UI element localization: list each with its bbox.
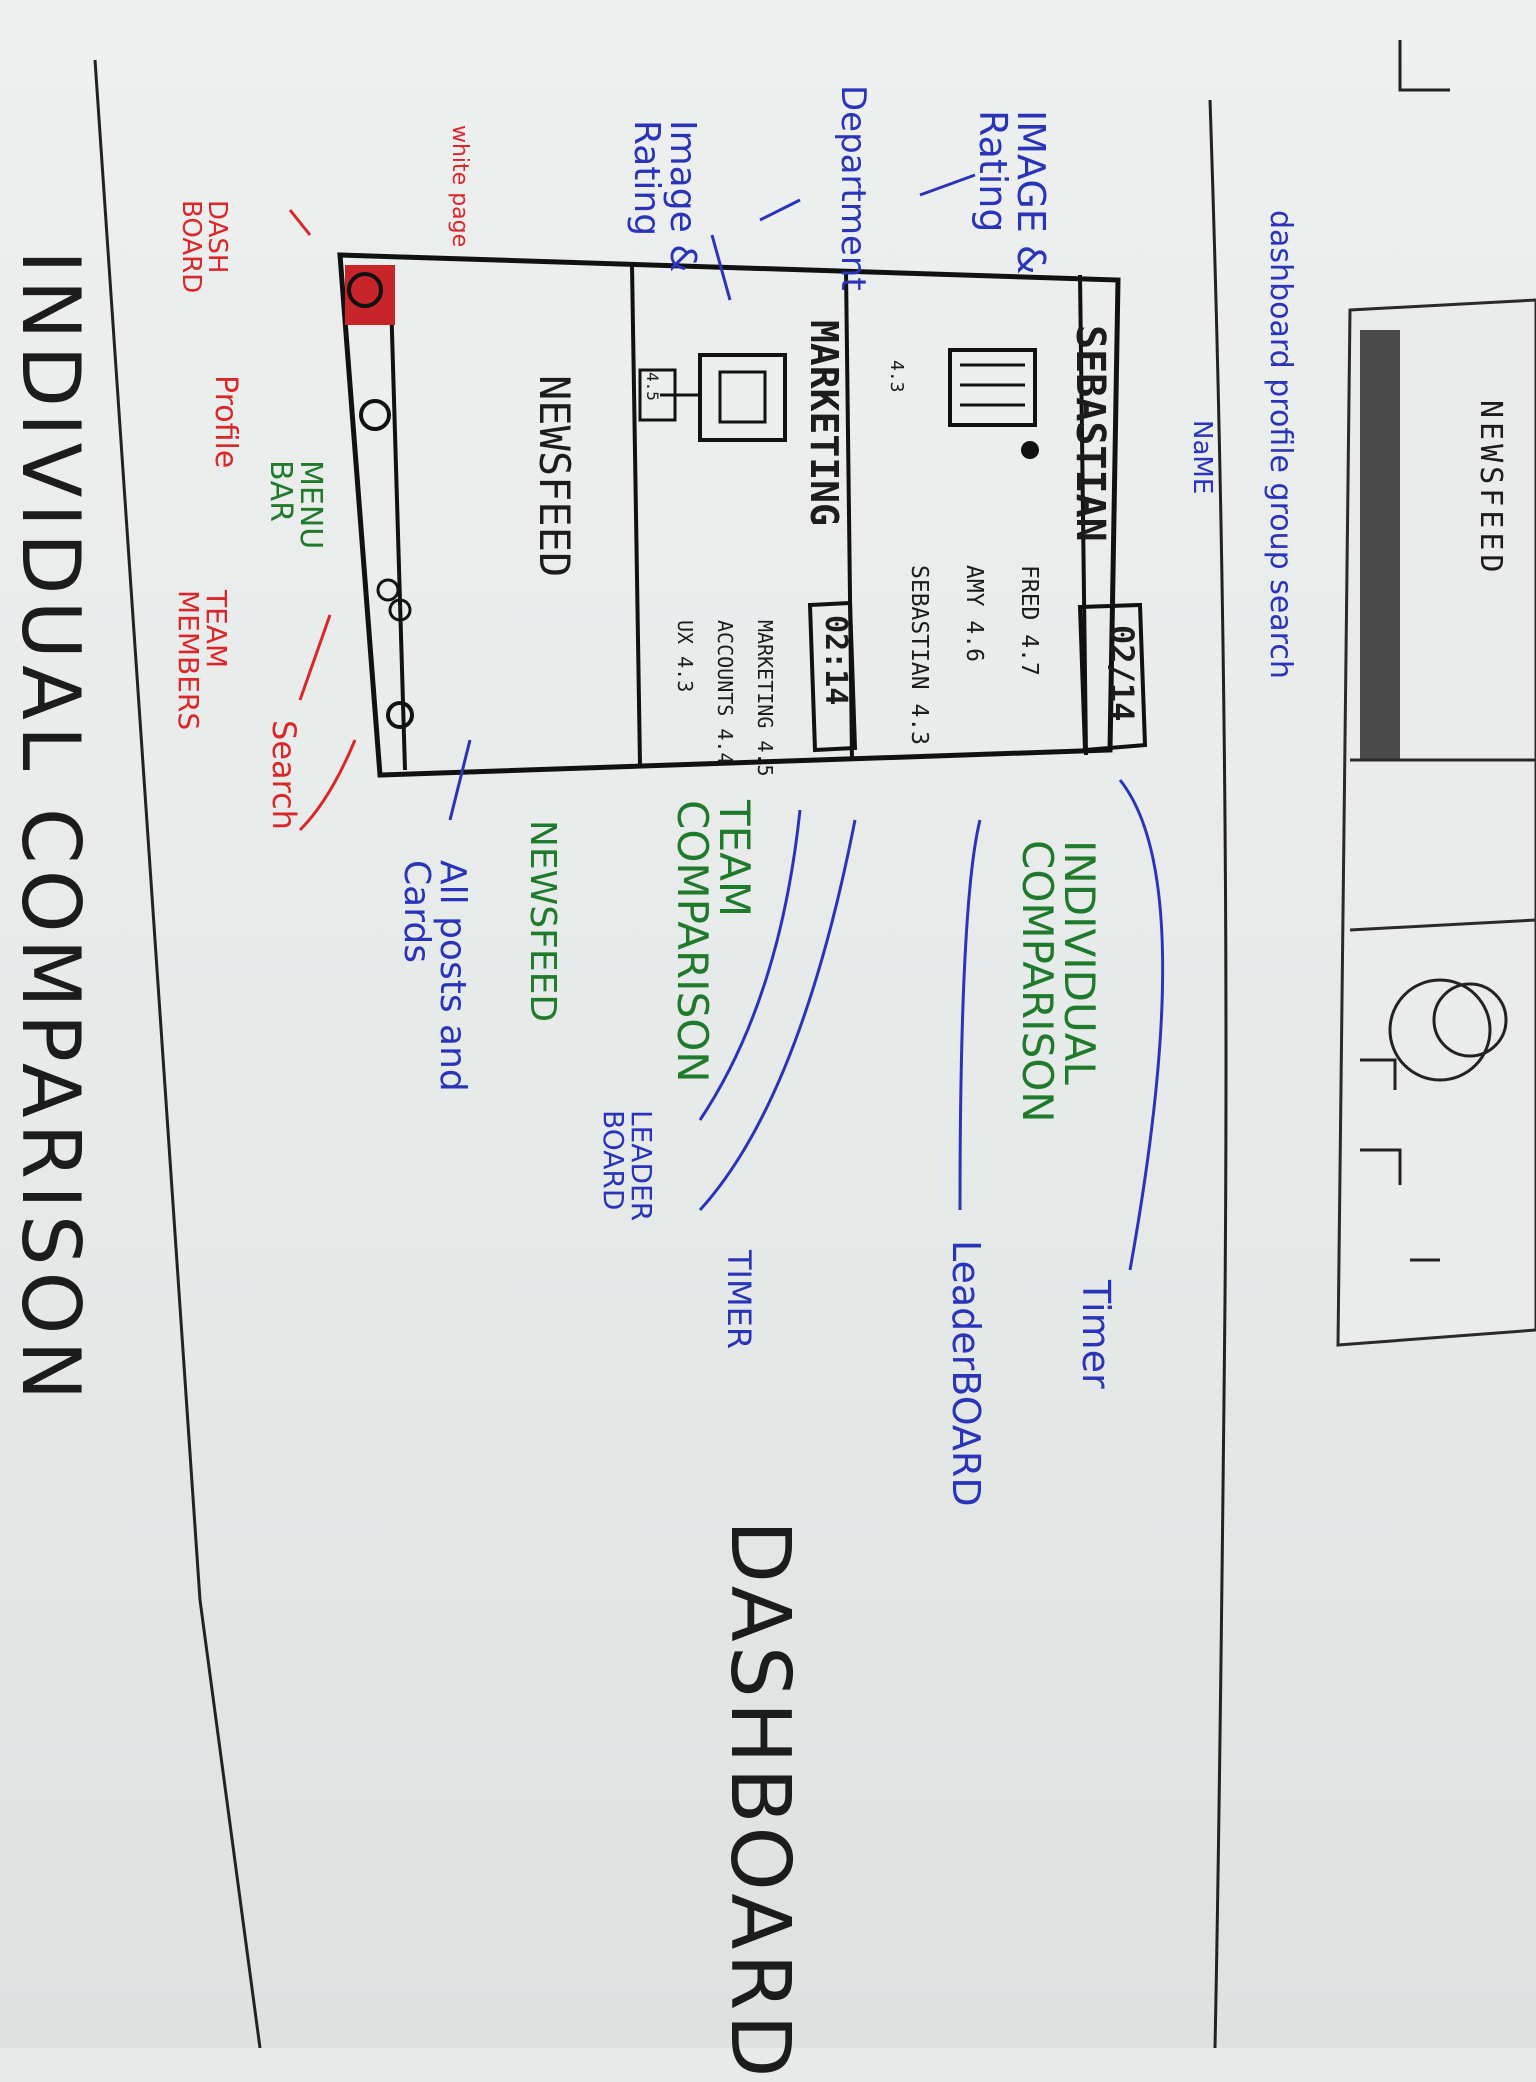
note-all-posts: All posts and Cards (396, 860, 473, 1092)
note-newsfeed: NEWSFEED (522, 820, 563, 1023)
user-name: SEBASTIAN (1067, 325, 1113, 542)
note-dashboard-menu: DASH BOARD (176, 200, 232, 294)
note-image-rating: IMAGE & Rating (971, 110, 1053, 275)
rank-item-1: FRED 4.7 (1016, 565, 1042, 676)
title-individual-comparison-left: INDIVIDUAL COMPARISON (4, 250, 97, 1407)
note-menu-bar: MENU BAR (263, 460, 328, 550)
right-sketch-menu-labels: dashboard profile group search (1263, 210, 1298, 679)
title-dashboard: DASHBOARD (712, 1520, 807, 2082)
team-rank-item-1: MARKETING 4.5 (753, 620, 777, 777)
team-rank-item-2: ACCOUNTS 4.4 (713, 620, 737, 765)
team-rating-badge: 4.5 (643, 372, 662, 401)
right-sketch-title: NEWSFEED (1473, 400, 1508, 577)
individual-timer: 02/14 (1103, 625, 1141, 722)
note-timer: Timer (1074, 1280, 1118, 1389)
note-individual-comparison: INDIVIDUAL COMPARISON (1013, 840, 1104, 1123)
rank-item-3: SEBASTIAN 4.3 (906, 565, 932, 746)
note-image-rating-team: Image & Rating (626, 120, 703, 273)
note-search: Search (265, 720, 303, 830)
newsfeed-header: NEWSFEED (530, 375, 579, 578)
rank-item-2: AMY 4.6 (961, 565, 987, 662)
individual-rating-badge: 4.3 (886, 360, 907, 393)
note-timer-team: TIMER (720, 1250, 758, 1350)
team-timer: 02:14 (818, 615, 853, 706)
department-name: MARKETING (802, 320, 846, 526)
note-team-comparison: TEAM COMPARISON (668, 800, 759, 1083)
note-white-page: white page (447, 125, 472, 248)
note-leader-board-team: LEADER BOARD (597, 1110, 658, 1222)
note-profile: Profile (208, 375, 243, 469)
note-department: Department (833, 85, 873, 291)
note-team-members: TEAM MEMBERS (172, 590, 233, 731)
note-name: NaME (1187, 420, 1217, 495)
note-leaderboard: LeaderBOARD (944, 1240, 988, 1507)
team-rank-item-3: UX 4.3 (673, 620, 697, 693)
